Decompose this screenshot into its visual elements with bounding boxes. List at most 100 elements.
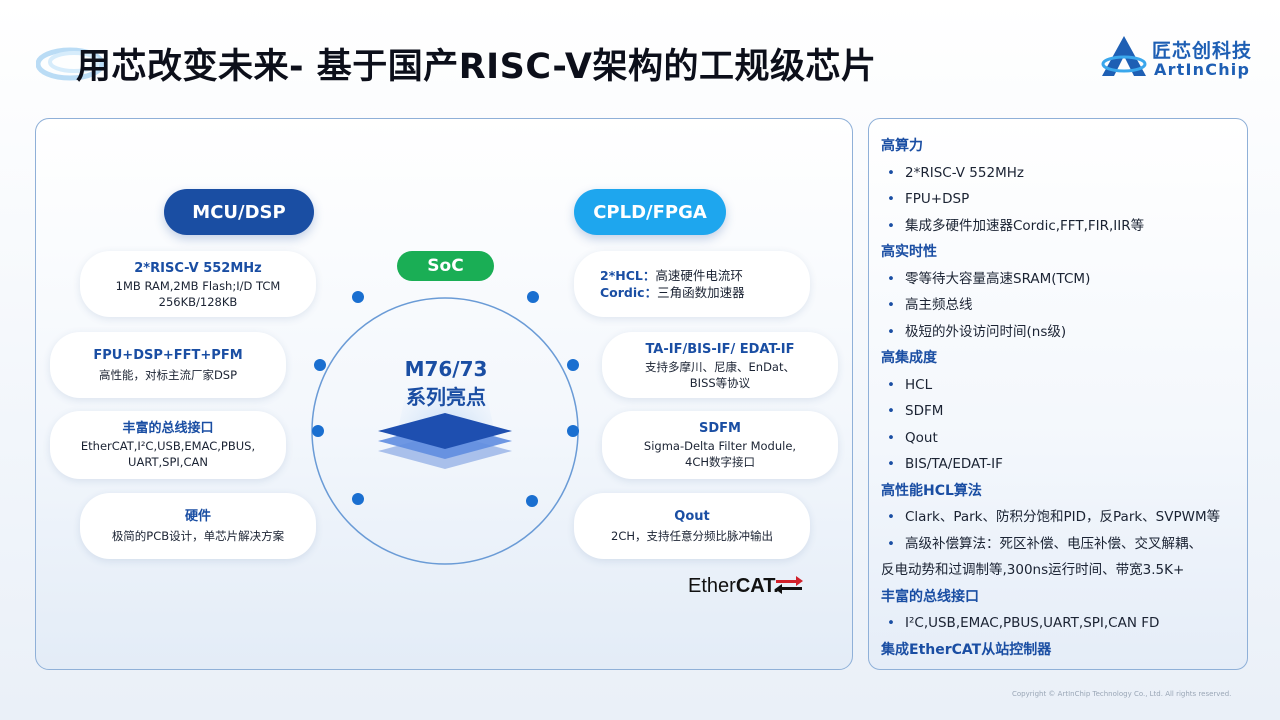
section-title-hcl-algorithm: 高性能HCL算法 xyxy=(881,482,982,499)
list-item: • SDFM xyxy=(881,398,1247,425)
list-item-text: 极短的外设访问时间(ns级) xyxy=(905,323,1067,340)
title-swoosh-decoration xyxy=(36,47,105,81)
light-beam xyxy=(396,349,496,437)
feature-card-sdfm: SDFM Sigma-Delta Filter Module, 4CH数字接口 xyxy=(602,411,838,479)
bullet-icon: • xyxy=(887,217,895,234)
card-title: Qout xyxy=(674,509,710,524)
list-item: • 集成多硬件加速器Cordic,FFT,FIR,IIR等 xyxy=(881,213,1247,240)
list-item-continuation: 反电动势和过调制等,300ns运行时间、带宽3.5K+ xyxy=(881,562,1185,578)
card-text: Sigma-Delta Filter Module, xyxy=(643,439,797,453)
logo-cn-text: 匠芯创科技 xyxy=(1152,40,1253,62)
ethercat-logo-part2: CAT. xyxy=(735,575,779,597)
logo-triangle-icon xyxy=(1101,36,1147,76)
hcl-value: 高速硬件电流环 xyxy=(655,268,743,283)
card-text: 支持多摩川、尼康、EnDat、 xyxy=(645,360,795,374)
list-item: • 零等待大容量高速SRAM(TCM) xyxy=(881,266,1247,293)
architecture-diagram-panel: MCU/DSP CPLD/FPGA SoC M76/73 系列亮点 2*RISC… xyxy=(35,118,853,670)
cordic-value: 三角函数加速器 xyxy=(657,285,745,300)
feature-card-hcl: 2*HCL：高速硬件电流环 Cordic：三角函数加速器 xyxy=(574,251,810,317)
card-title: SDFM xyxy=(699,421,741,436)
card-text: EtherCAT,I²C,USB,EMAC,PBUS, xyxy=(80,439,256,453)
feature-card-bus: 丰富的总线接口 EtherCAT,I²C,USB,EMAC,PBUS, UART… xyxy=(50,411,286,479)
soc-pill: SoC xyxy=(397,251,494,281)
card-title: 硬件 xyxy=(184,509,211,524)
mcu-dsp-pill: MCU/DSP xyxy=(164,189,314,235)
ethercat-logo: EtherCAT. xyxy=(688,575,808,605)
cordic-key: Cordic： xyxy=(600,285,658,300)
card-title: FPU+DSP+FFT+PFM xyxy=(93,348,243,363)
cordic-row: Cordic：三角函数加速器 xyxy=(600,284,810,301)
feature-card-qout: Qout 2CH，支持任意分频比脉冲输出 xyxy=(574,493,810,559)
hcl-row: 2*HCL：高速硬件电流环 xyxy=(600,267,810,284)
list-item-text: SDFM xyxy=(905,403,944,419)
section-title-ethercat: 集成EtherCAT从站控制器 xyxy=(881,641,1052,658)
bullet-icon: • xyxy=(887,323,895,340)
card-text: 1MB RAM,2MB Flash;I/D TCM xyxy=(115,279,281,293)
list-item-text: HCL xyxy=(905,376,933,393)
bullet-icon: • xyxy=(887,429,895,446)
card-text: UART,SPI,CAN xyxy=(128,455,208,469)
section-title-bus: 丰富的总线接口 xyxy=(881,588,979,605)
feature-card-encoder-if: TA-IF/BIS-IF/ EDAT-IF 支持多摩川、尼康、EnDat、 BI… xyxy=(602,332,838,398)
card-text: BISS等协议 xyxy=(689,376,751,390)
list-item-text: 2*RISC-V 552MHz xyxy=(905,164,1024,181)
series-highlights-label: 系列亮点 xyxy=(406,385,486,409)
bullet-icon: • xyxy=(887,297,895,313)
bullet-icon: • xyxy=(887,615,895,631)
list-item-text: Clark、Park、防积分饱和PID，反Park、SVPWM等 xyxy=(905,509,1221,525)
ring-nodes xyxy=(312,291,579,507)
list-item-text: 集成多硬件加速器Cordic,FFT,FIR,IIR等 xyxy=(905,217,1145,234)
feature-card-hardware: 硬件 极简的PCB设计，单芯片解决方案 xyxy=(80,493,316,559)
list-item: • 2*RISC-V 552MHz xyxy=(881,160,1247,187)
series-name: M76/73 xyxy=(404,357,488,381)
bullet-icon: • xyxy=(887,376,895,393)
list-item: • 极短的外设访问时间(ns级) xyxy=(881,319,1247,346)
list-item: • HCL xyxy=(881,372,1247,399)
section-title-integration: 高集成度 xyxy=(881,350,937,366)
list-item: • BIS/TA/EDAT-IF xyxy=(881,451,1247,478)
bullet-icon: • xyxy=(887,456,895,472)
card-text: 256KB/128KB xyxy=(158,295,238,309)
section-title-computing: 高算力 xyxy=(881,138,923,154)
card-text: 极简的PCB设计，单芯片解决方案 xyxy=(111,529,285,543)
list-item-text: FPU+DSP xyxy=(905,191,970,207)
copyright-text: Copyright © ArtInChip Technology Co., Lt… xyxy=(1012,690,1232,698)
card-text: 高性能，对标主流厂家DSP xyxy=(98,368,238,382)
list-item-text: BIS/TA/EDAT-IF xyxy=(905,456,1003,472)
feature-card-fpu: FPU+DSP+FFT+PFM 高性能，对标主流厂家DSP xyxy=(50,332,286,398)
artinchip-logo: 匠芯创科技 ArtInChip xyxy=(1100,34,1253,82)
card-title: TA-IF/BIS-IF/ EDAT-IF xyxy=(645,342,795,357)
card-title: 2*RISC-V 552MHz xyxy=(134,261,262,276)
list-item-text: 高级补偿算法：死区补偿、电压补偿、交叉解耦、 xyxy=(905,535,1202,552)
chip-stack-icon xyxy=(378,413,512,469)
hcl-key: 2*HCL： xyxy=(600,268,656,283)
list-item-text: 高主频总线 xyxy=(905,297,973,313)
page-title: 用芯改变未来- 基于国产RISC-V架构的工规级芯片 xyxy=(76,47,877,87)
section-title-realtime: 高实时性 xyxy=(881,244,937,260)
list-item: • 高级补偿算法：死区补偿、电压补偿、交叉解耦、 xyxy=(881,531,1247,558)
features-panel: 高算力 • 2*RISC-V 552MHz • FPU+DSP • 集成多硬件加速器C… xyxy=(868,118,1248,670)
ethercat-arrows-icon xyxy=(775,576,803,594)
list-item: • 高主频总线 xyxy=(881,292,1247,319)
feature-card-cpu: 2*RISC-V 552MHz 1MB RAM,2MB Flash;I/D TC… xyxy=(80,251,316,317)
card-title: 丰富的总线接口 xyxy=(122,421,214,436)
list-item: • I²C,USB,EMAC,PBUS,UART,SPI,CAN FD xyxy=(881,610,1247,637)
bullet-icon: • xyxy=(887,270,895,287)
list-item: • FPU+DSP xyxy=(881,186,1247,213)
bullet-icon: • xyxy=(887,509,895,525)
bullet-icon: • xyxy=(887,164,895,181)
bullet-icon: • xyxy=(887,535,895,552)
list-item-text: I²C,USB,EMAC,PBUS,UART,SPI,CAN FD xyxy=(905,615,1160,631)
list-item-text: 零等待大容量高速SRAM(TCM) xyxy=(905,270,1091,287)
card-text: 4CH数字接口 xyxy=(685,455,755,469)
soc-ring xyxy=(311,291,579,565)
logo-en-text: ArtInChip xyxy=(1154,60,1251,79)
list-item: • Qout xyxy=(881,425,1247,452)
bullet-icon: • xyxy=(887,191,895,207)
list-item-text: Qout xyxy=(905,429,938,446)
list-item: • Clark、Park、防积分饱和PID，反Park、SVPWM等 xyxy=(881,504,1247,531)
cpld-fpga-pill: CPLD/FPGA xyxy=(574,189,726,235)
bullet-icon: • xyxy=(887,403,895,419)
card-text: 2CH，支持任意分频比脉冲输出 xyxy=(611,529,773,543)
ethercat-logo-part1: Ether xyxy=(688,575,736,597)
